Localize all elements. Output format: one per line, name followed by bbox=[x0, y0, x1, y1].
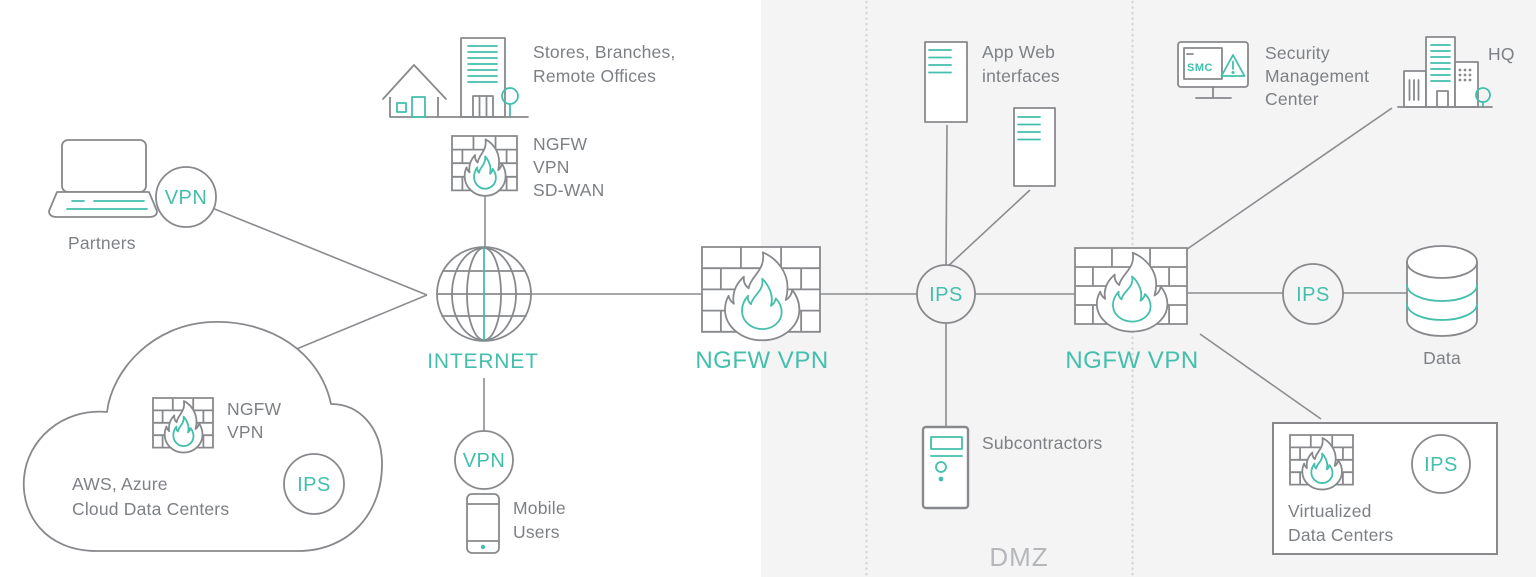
cloud-fw-label-2: VPN bbox=[227, 422, 264, 442]
database-icon bbox=[1406, 245, 1478, 337]
ngfw-vpn-1-node: NGFW VPN bbox=[695, 245, 828, 374]
app-web-label-1: App Web bbox=[982, 42, 1055, 62]
ngfw-vpn-2-label: NGFW VPN bbox=[1065, 347, 1198, 374]
server-icon bbox=[1013, 107, 1056, 187]
data-label: Data bbox=[1423, 348, 1461, 368]
smc-monitor-icon: SMC bbox=[1177, 41, 1249, 99]
sdwan-label-1: NGFW bbox=[533, 134, 588, 154]
data-node: Data bbox=[1406, 245, 1478, 368]
internet-node: INTERNET bbox=[427, 246, 538, 373]
smc-screen-label: SMC bbox=[1187, 62, 1213, 74]
firewall-icon bbox=[1289, 434, 1354, 491]
office-building-icon bbox=[460, 37, 519, 118]
smc-label-1: Security bbox=[1265, 43, 1330, 63]
dmz-zone-label: DMZ bbox=[989, 542, 1048, 572]
firewall-icon bbox=[451, 135, 518, 197]
server-icon bbox=[924, 41, 968, 123]
warning-triangle-icon bbox=[1220, 54, 1246, 77]
app-web-node: App Web interfaces bbox=[924, 41, 1060, 187]
globe-icon bbox=[436, 246, 532, 342]
cloud-fw-label-1: NGFW bbox=[227, 399, 282, 419]
sdwan-firewall-node: NGFW VPN SD-WAN bbox=[451, 134, 605, 200]
sdwan-label-3: SD-WAN bbox=[533, 180, 605, 200]
smartphone-icon bbox=[466, 493, 500, 554]
svg-text:IPS: IPS bbox=[929, 284, 963, 306]
tower-server-icon bbox=[921, 425, 970, 510]
subcontractors-label: Subcontractors bbox=[982, 433, 1103, 453]
vpn-badge-partners: VPN bbox=[155, 166, 217, 228]
partners-label: Partners bbox=[68, 233, 136, 253]
virtualized-label-1: Virtualized bbox=[1288, 501, 1372, 521]
laptop-icon bbox=[48, 139, 158, 218]
svg-text:IPS: IPS bbox=[1296, 284, 1330, 306]
ips-badge-cloud: IPS bbox=[283, 453, 345, 515]
cloud-node: NGFW VPN AWS, Azure Cloud Data Centers I… bbox=[22, 321, 383, 552]
svg-text:VPN: VPN bbox=[165, 187, 208, 209]
firewall-icon bbox=[700, 245, 822, 342]
cloud-label-1: AWS, Azure bbox=[72, 474, 168, 494]
mobile-node: VPN Mobile Users bbox=[454, 430, 566, 554]
stores-label-2: Remote Offices bbox=[533, 66, 656, 86]
svg-text:IPS: IPS bbox=[297, 474, 331, 496]
cloud-label-2: Cloud Data Centers bbox=[72, 499, 229, 519]
smc-node: SMC Security Management Center bbox=[1177, 41, 1369, 109]
mobile-label-1: Mobile bbox=[513, 498, 566, 518]
stores-label-1: Stores, Branches, bbox=[533, 42, 676, 62]
virtualized-node: IPS Virtualized Data Centers bbox=[1272, 422, 1498, 555]
hq-buildings-icon bbox=[1397, 36, 1493, 108]
hq-node: HQ bbox=[1397, 36, 1515, 108]
mobile-label-2: Users bbox=[513, 522, 560, 542]
app-web-label-2: interfaces bbox=[982, 66, 1060, 86]
ips-badge-virtualized: IPS bbox=[1411, 434, 1471, 494]
sdwan-label-2: VPN bbox=[533, 157, 570, 177]
ips-badge-dmz: IPS bbox=[916, 264, 976, 324]
ngfw-vpn-1-label: NGFW VPN bbox=[695, 347, 828, 374]
svg-text:VPN: VPN bbox=[463, 450, 506, 472]
ngfw-vpn-2-node: NGFW VPN bbox=[1065, 246, 1198, 374]
partners-node: Partners VPN bbox=[48, 139, 217, 253]
firewall-icon bbox=[1073, 246, 1189, 333]
house-icon bbox=[382, 64, 447, 118]
internet-label: INTERNET bbox=[427, 350, 538, 373]
subcontractors-node: Subcontractors bbox=[921, 425, 1103, 510]
vpn-badge-mobile: VPN bbox=[454, 430, 514, 490]
connection-lines bbox=[189, 107, 1412, 440]
ips-badge-internal: IPS bbox=[1282, 263, 1344, 325]
virtualized-label-2: Data Centers bbox=[1288, 525, 1394, 545]
stores-node: Stores, Branches, Remote Offices bbox=[382, 37, 676, 118]
svg-text:IPS: IPS bbox=[1424, 454, 1458, 476]
smc-label-3: Center bbox=[1265, 89, 1319, 109]
hq-label: HQ bbox=[1488, 44, 1515, 64]
smc-label-2: Management bbox=[1265, 66, 1369, 86]
firewall-icon bbox=[152, 397, 214, 454]
